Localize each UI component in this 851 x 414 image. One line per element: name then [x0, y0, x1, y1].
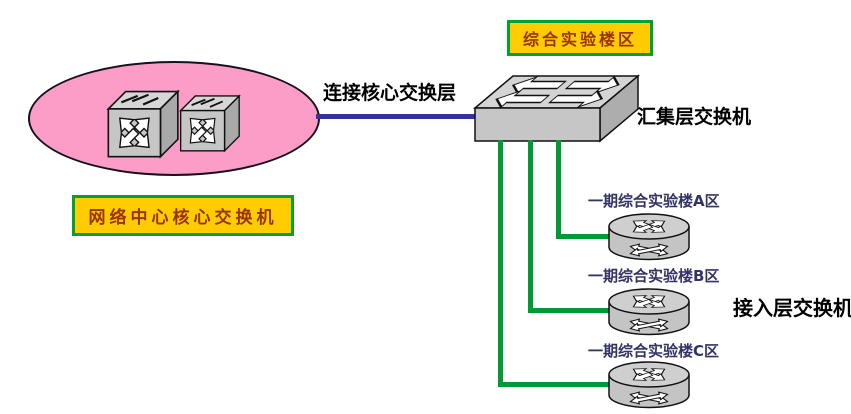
access-node-c-label: 一期综合实验楼C区 [588, 342, 720, 360]
access-link-a-horizontal [556, 234, 610, 239]
access-switch-icon-b [607, 288, 691, 336]
access-link-b-horizontal [528, 308, 610, 313]
core-switch-icon-1 [104, 87, 180, 159]
access-link-b-vertical [528, 140, 533, 313]
core-uplink-line [316, 114, 478, 119]
access-link-c-horizontal [498, 382, 610, 387]
access-node-b-label: 一期综合实验楼B区 [588, 267, 720, 285]
core-uplink-label: 连接核心交换层 [323, 82, 457, 104]
aggregation-switch-label: 汇集层交换机 [637, 106, 752, 128]
access-layer-label: 接入层交换机 [733, 296, 851, 320]
core-switch-icon-2 [177, 92, 241, 153]
access-link-a-vertical [556, 140, 561, 239]
zone-caption-text: 综合实验楼区 [522, 30, 637, 49]
access-node-a-label: 一期综合实验楼A区 [588, 192, 720, 210]
access-link-c-vertical [498, 140, 503, 387]
core-caption-box: 网络中心核心交换机 [72, 195, 294, 236]
zone-caption-box: 综合实验楼区 [507, 20, 653, 56]
access-switch-icon-a [607, 213, 691, 261]
aggregation-switch-icon [463, 64, 643, 146]
core-caption-text: 网络中心核心交换机 [88, 208, 278, 228]
access-switch-icon-c [607, 361, 691, 409]
